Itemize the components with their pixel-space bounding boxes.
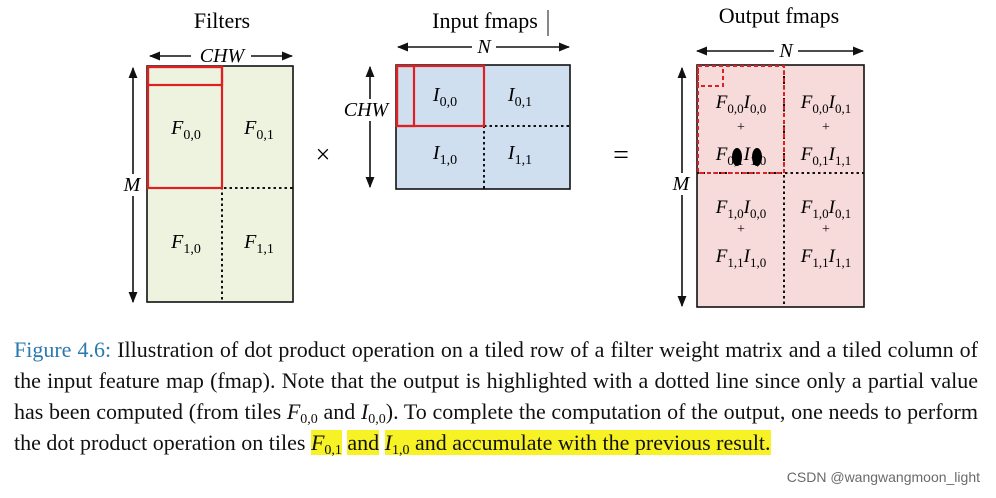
mouse-pointer-blob-1 [732,148,742,166]
dot-product-diagram: Filters Input fmaps Output fmaps CHW M F… [118,3,865,308]
output-tile-10-top: F1,0I0,0 [715,197,766,221]
input-tile-11: I1,1 [507,142,532,168]
output-tile-10-bottom: F1,1I1,0 [715,246,766,270]
chw-side-label-bg [338,99,394,121]
output-tile-01-plus: + [822,120,830,135]
filter-tile-00: F0,0 [170,117,201,143]
caption-highlight-and: and [347,430,380,455]
output-tile-01-top: F0,0I0,1 [800,92,851,116]
input-tile-01: I0,1 [507,84,532,110]
output-tile-10-plus: + [737,222,745,237]
caption-text-2: ). To complete the computation of the ou… [14,399,978,455]
caption-and-1: and [317,399,361,424]
filter-tile-01: F0,1 [243,117,274,143]
input-tile-10: I1,0 [432,142,457,168]
caption-f00: F0,0 [286,399,318,427]
input-heading: Input fmaps [432,8,538,33]
equals-operator: = [613,140,629,171]
input-tile-00: I0,0 [432,84,457,110]
output-tile-11-bottom: F1,1I1,1 [800,246,851,270]
output-heading: Output fmaps [719,3,839,28]
output-tile-00-plus: + [737,120,745,135]
n-output-label-bg [774,40,798,60]
chw-side-label: CHW [344,99,391,121]
output-partial-tile [697,65,785,174]
filter-box [146,65,294,303]
filter-tile-10: F1,0 [170,231,201,257]
filter-matrix: CHW M F0,0 F0,1 F1,0 F1,1 [118,45,294,304]
output-box [696,64,865,308]
times-operator: × [316,140,331,169]
chw-label-bg [191,45,251,65]
output-tile-01-bottom: F0,1I1,1 [800,144,851,168]
output-tile-11-plus: + [822,222,830,237]
filter-tile-11: F1,1 [243,231,274,257]
output-partial-element [697,65,724,87]
n-input-label: N [476,36,492,58]
figure-label: Figure 4.6: [14,337,112,362]
figure-caption: Figure 4.6: Illustration of dot product … [14,334,978,458]
n-output-label: N [778,40,794,62]
mouse-pointer-blob-2 [752,148,762,166]
m-output-label-bg [667,173,695,195]
n-input-label-bg [472,36,496,56]
caption-i00: I0,0 [360,399,386,427]
input-highlight-col [395,64,416,128]
m-output-label: M [672,173,691,195]
output-matrix: N M F0,0I0,0 + F0,1I1,0 F0,0I0,1 + F0,1I… [667,40,865,308]
caption-text-1: Illustration of dot product operation on… [14,337,979,424]
filters-heading: Filters [194,8,250,33]
input-matrix: N CHW I0,0 I0,1 I1,0 I1,1 [338,36,571,190]
m-label-bg [118,174,146,196]
csdn-watermark: CSDN @wangwangmoon_light [786,469,980,485]
caption-highlight-rest: I1,0 and accumulate with the previous re… [384,430,771,458]
filter-highlight-row [146,65,224,87]
caption-highlight-f01: F0,1 [310,430,342,458]
chw-top-label: CHW [200,45,247,67]
output-tile-11-top: F1,0I0,1 [800,197,851,221]
output-tile-00-top: F0,0I0,0 [715,92,766,116]
m-filter-label: M [123,174,142,196]
